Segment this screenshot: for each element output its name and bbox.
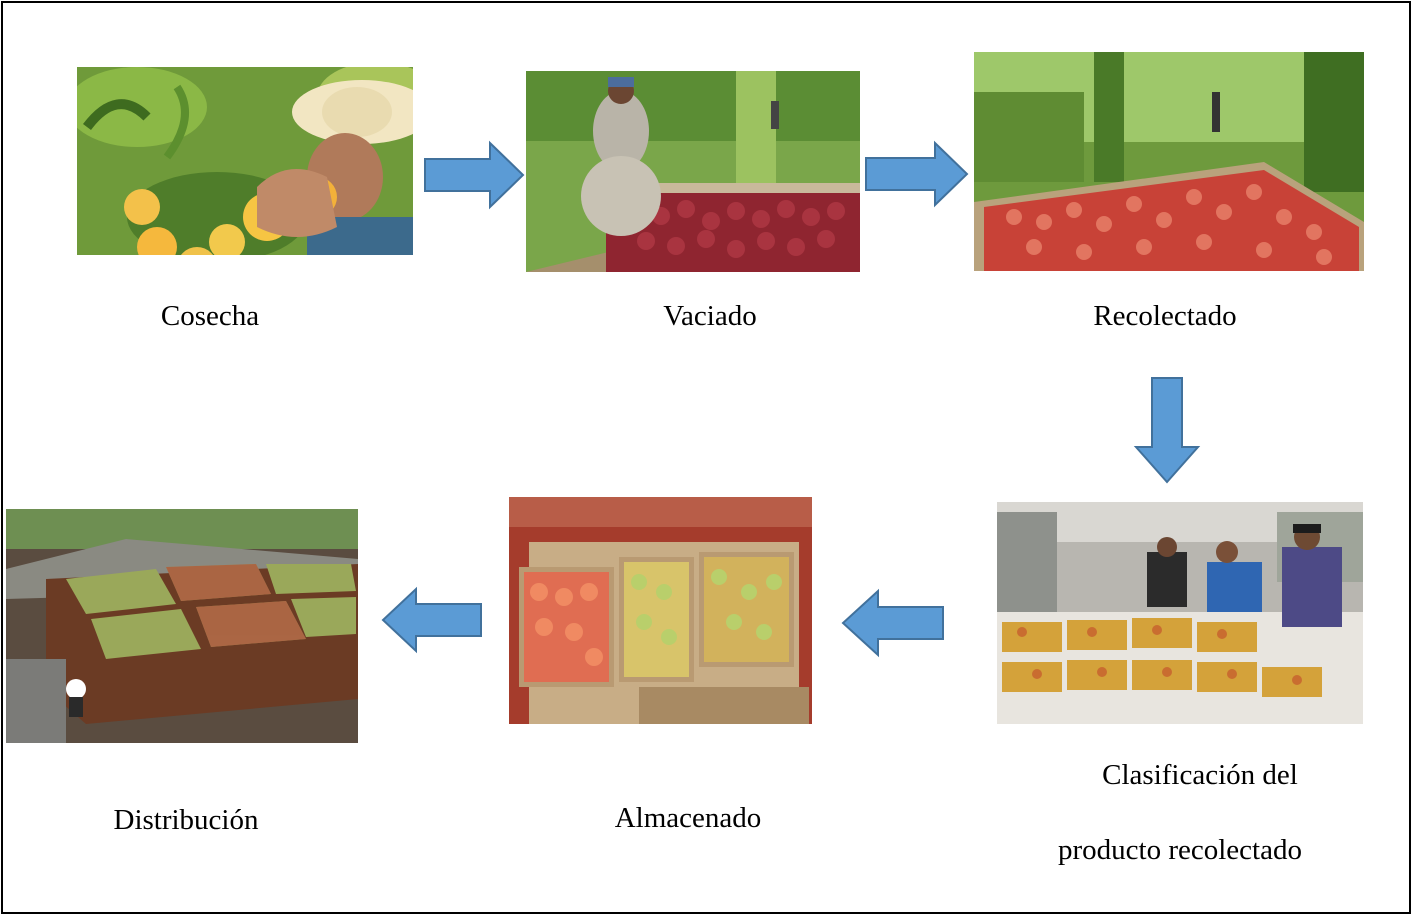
label-distribucion: Distribución (113, 804, 259, 836)
arrow-down (1133, 377, 1201, 484)
arrow-right-1 (424, 140, 525, 210)
label-clasificacion-line1: Clasificación del (1102, 759, 1298, 791)
label-almacenado: Almacenado (614, 802, 762, 834)
photo-distribucion (6, 509, 358, 743)
photo-clasificacion (997, 502, 1363, 724)
photo-vaciado (526, 71, 860, 272)
photo-recolectado (974, 52, 1364, 271)
arrow-right-2-shape (865, 140, 969, 208)
label-clasificacion-line2: producto recolectado (1058, 834, 1302, 866)
photo-almacenado (509, 497, 812, 724)
label-recolectado: Recolectado (1093, 300, 1237, 332)
label-cosecha: Cosecha (160, 300, 260, 332)
arrow-left-2-shape (381, 586, 482, 654)
photo-cosecha (77, 67, 413, 255)
arrow-left-1 (841, 588, 944, 658)
arrow-down-shape (1133, 377, 1201, 484)
arrow-left-2 (381, 586, 482, 654)
arrow-left-1-shape (841, 588, 944, 658)
arrow-right-2 (865, 140, 969, 208)
label-vaciado: Vaciado (663, 300, 757, 332)
arrow-right-1-shape (424, 140, 525, 210)
